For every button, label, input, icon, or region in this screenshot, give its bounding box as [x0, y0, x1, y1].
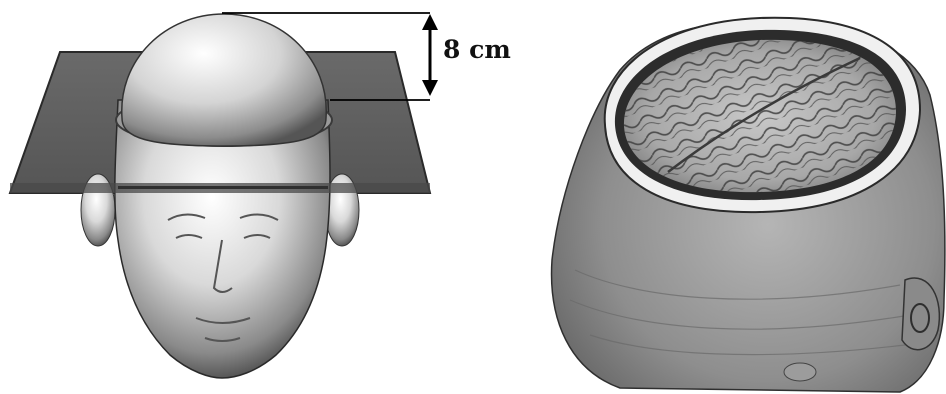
right-panel-sectioned-head: [552, 18, 945, 392]
measurement-arrow: [422, 14, 438, 96]
left-panel-head-with-plane: 8 cm: [10, 13, 511, 378]
surface-bump: [784, 363, 816, 381]
measurement-label: 8 cm: [443, 35, 511, 64]
skull-cap-dome: [122, 14, 326, 146]
